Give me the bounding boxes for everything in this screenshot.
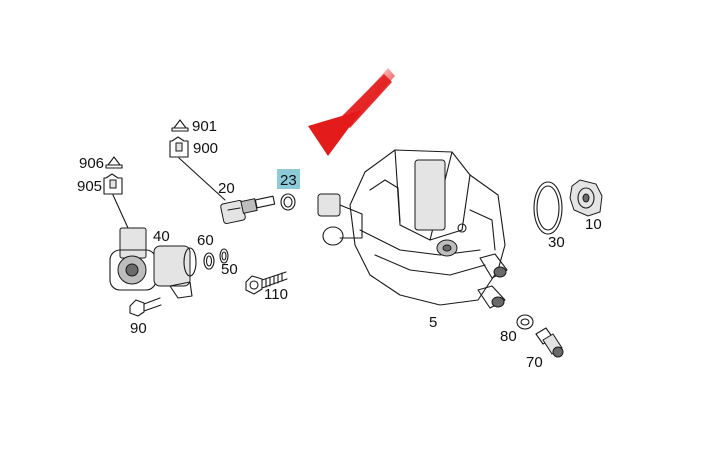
o-ring-60 (203, 252, 215, 270)
part-label-900: 900 (193, 140, 218, 157)
part-label-901: 901 (192, 118, 217, 135)
part-label-20: 20 (218, 180, 235, 197)
washer-80 (516, 314, 534, 330)
high-pressure-pump-5 (317, 149, 508, 309)
part-label-30: 30 (548, 234, 565, 251)
part-label-80: 80 (500, 328, 517, 345)
bolt-110 (245, 271, 288, 295)
flange-cover-10 (569, 179, 603, 217)
socket-icon (103, 173, 123, 195)
part-label-5: 5 (429, 314, 437, 331)
part-label-40: 40 (153, 228, 170, 245)
plug-icon (171, 119, 189, 132)
plug-icon (105, 156, 123, 169)
pressure-regulator-40 (109, 227, 197, 299)
o-ring-50 (219, 248, 229, 264)
part-label-906: 906 (79, 155, 104, 172)
highlight-box-23 (277, 169, 300, 189)
red-arrow-icon (308, 68, 395, 156)
part-label-70: 70 (526, 354, 543, 371)
screw-90 (129, 297, 162, 317)
part-label-905: 905 (77, 178, 102, 195)
part-label-60: 60 (197, 232, 214, 249)
part-label-110: 110 (264, 286, 288, 303)
gasket-30 (533, 181, 563, 235)
part-label-10: 10 (585, 216, 602, 233)
fitting-70 (535, 327, 564, 358)
seal-ring-23 (280, 193, 296, 211)
part-label-23: 23 (280, 172, 297, 189)
part-label-50: 50 (221, 261, 238, 278)
part-label-90: 90 (130, 320, 147, 337)
socket-icon (169, 136, 189, 158)
temperature-sensor-20 (220, 195, 276, 225)
